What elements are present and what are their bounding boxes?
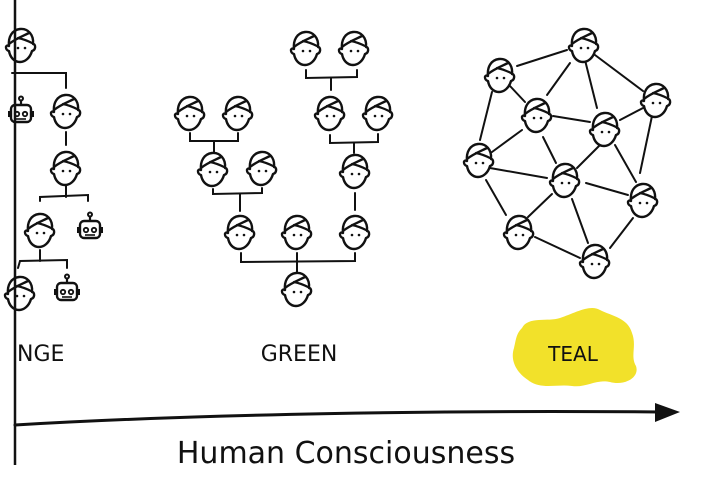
person-face-icon: [626, 182, 659, 219]
person-face-icon: [289, 30, 322, 67]
teal-link: [614, 144, 637, 183]
teal-link: [509, 85, 526, 103]
teal-link: [585, 182, 629, 196]
robot-icon: [75, 211, 105, 240]
orange-connector-lower: [39, 193, 89, 202]
person-face-icon: [245, 150, 278, 187]
axis-label: Human Consciousness: [177, 436, 515, 471]
teal-link: [489, 167, 548, 179]
teal-link: [594, 54, 644, 92]
teal-link: [619, 107, 644, 121]
consciousness-axis-arrow: [13, 410, 662, 427]
teal-link: [552, 115, 591, 123]
teal-link: [571, 198, 589, 244]
teal-link: [542, 136, 557, 164]
person-face-icon: [196, 151, 229, 188]
robot-icon: [6, 95, 36, 124]
teal-link: [479, 91, 493, 141]
person-face-icon: [337, 30, 370, 67]
person-face-icon: [548, 162, 581, 199]
person-face-icon: [49, 93, 82, 130]
orange-connector-top: [11, 72, 67, 89]
teal-stage-label: TEAL: [547, 342, 599, 366]
teal-link: [485, 179, 507, 216]
green-connector-left-pair: [189, 132, 239, 142]
teal-link: [584, 59, 598, 109]
green-stage-label: GREEN: [261, 342, 338, 367]
person-face-icon: [578, 243, 611, 280]
teal-highlight-blob: [512, 308, 637, 387]
person-face-icon: [338, 214, 371, 251]
person-face-icon: [502, 214, 535, 251]
person-face-icon: [462, 142, 495, 179]
person-face-icon: [338, 153, 371, 190]
green-connector-left-level2: [212, 187, 263, 196]
person-face-icon: [221, 95, 254, 132]
teal-network: [479, 49, 653, 259]
person-face-icon: [280, 214, 313, 251]
green-hierarchy: [189, 69, 379, 273]
teal-link: [534, 236, 581, 259]
person-face-icon: [3, 275, 36, 312]
teal-link: [576, 144, 601, 169]
teal-link: [516, 49, 568, 67]
person-face-icon: [361, 95, 394, 132]
arrow-head-icon: [655, 403, 680, 422]
person-face-icon: [639, 82, 672, 119]
teal-link: [639, 115, 653, 174]
person-face-icon: [4, 27, 37, 64]
green-connector-top-pair: [305, 69, 358, 80]
teal-link: [609, 217, 634, 249]
orange-connector-bottom: [17, 258, 68, 269]
green-connector-right-pair: [329, 133, 379, 145]
person-face-icon: [49, 150, 82, 187]
orange-stage-label: NGE: [17, 342, 64, 367]
person-face-icon: [588, 111, 621, 148]
person-face-icon: [520, 97, 553, 134]
teal-link: [546, 62, 571, 96]
person-face-icon: [313, 95, 346, 132]
robot-icon: [52, 273, 82, 302]
person-face-icon: [23, 212, 56, 249]
person-face-icon: [567, 27, 600, 64]
teal-link: [491, 129, 523, 153]
person-face-icon: [280, 271, 313, 308]
person-face-icon: [173, 95, 206, 132]
person-face-icon: [223, 214, 256, 251]
orange-hierarchy: [11, 72, 89, 269]
teal-link: [527, 193, 553, 218]
